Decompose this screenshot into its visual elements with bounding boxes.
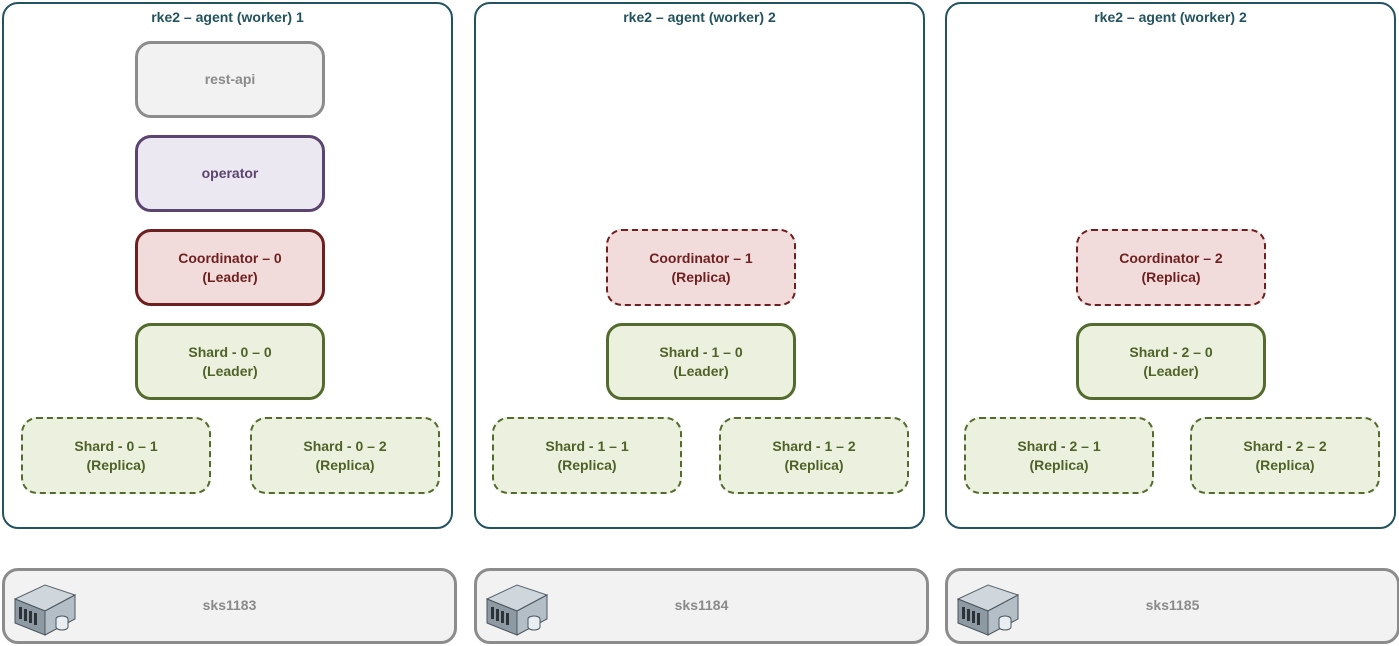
pod-name: Coordinator – 1 <box>649 249 753 266</box>
server-name: sks1184 <box>674 597 729 613</box>
coordinator-1-pod: Coordinator – 1 (Replica) <box>606 229 796 306</box>
worker-title: rke2 – agent (worker) 1 <box>151 9 304 25</box>
pod-role: (Replica) <box>557 456 617 473</box>
pod-name: Shard - 0 – 0 <box>188 343 272 360</box>
shard-2-1-pod: Shard - 2 – 1 (Replica) <box>964 417 1154 494</box>
pod-role: (Replica) <box>1255 456 1315 473</box>
pod-name: Coordinator – 0 <box>178 249 282 266</box>
server-name: sks1185 <box>1145 597 1200 613</box>
server-icon <box>956 584 1020 636</box>
shard-1-2-pod: Shard - 1 – 2 (Replica) <box>719 417 909 494</box>
pod-name: Shard - 1 – 0 <box>659 343 743 360</box>
operator-pod: operator <box>135 135 325 212</box>
shard-0-0-pod: Shard - 0 – 0 (Leader) <box>135 323 325 400</box>
shard-2-2-pod: Shard - 2 – 2 (Replica) <box>1190 417 1380 494</box>
server-sks1185: sks1185 <box>945 568 1399 644</box>
pod-role: (Replica) <box>315 456 375 473</box>
shard-0-1-pod: Shard - 0 – 1 (Replica) <box>21 417 211 494</box>
worker-node-1: rke2 – agent (worker) 1 rest-api operato… <box>2 2 453 529</box>
worker-title: rke2 – agent (worker) 2 <box>1094 9 1247 25</box>
shard-0-2-pod: Shard - 0 – 2 (Replica) <box>250 417 440 494</box>
pod-role: (Replica) <box>1029 456 1089 473</box>
coordinator-0-pod: Coordinator – 0 (Leader) <box>135 229 325 306</box>
pod-name: Shard - 0 – 2 <box>303 437 387 454</box>
worker-node-2: rke2 – agent (worker) 2 Coordinator – 1 … <box>474 2 925 529</box>
shard-1-1-pod: Shard - 1 – 1 (Replica) <box>492 417 682 494</box>
pod-name: Coordinator – 2 <box>1119 249 1223 266</box>
shard-2-0-pod: Shard - 2 – 0 (Leader) <box>1076 323 1266 400</box>
server-sks1183: sks1183 <box>2 568 457 644</box>
pod-name: Shard - 0 – 1 <box>74 437 158 454</box>
rest-api-pod: rest-api <box>135 41 325 118</box>
server-icon <box>485 584 549 636</box>
pod-role: (Leader) <box>673 362 729 379</box>
server-icon <box>13 584 77 636</box>
coordinator-2-pod: Coordinator – 2 (Replica) <box>1076 229 1266 306</box>
pod-role: (Replica) <box>1141 268 1201 285</box>
pod-name: Shard - 2 – 2 <box>1243 437 1327 454</box>
pod-name: Shard - 1 – 1 <box>545 437 629 454</box>
pod-role: (Leader) <box>202 362 258 379</box>
pod-role: (Replica) <box>86 456 146 473</box>
pod-label: rest-api <box>204 71 256 87</box>
server-name: sks1183 <box>202 597 257 613</box>
server-sks1184: sks1184 <box>474 568 929 644</box>
pod-role: (Replica) <box>671 268 731 285</box>
pod-role: (Leader) <box>1143 362 1199 379</box>
pod-role: (Replica) <box>784 456 844 473</box>
worker-node-3: rke2 – agent (worker) 2 Coordinator – 2 … <box>945 2 1396 529</box>
pod-name: Shard - 1 – 2 <box>772 437 856 454</box>
worker-title: rke2 – agent (worker) 2 <box>623 9 776 25</box>
pod-label: operator <box>201 165 259 181</box>
pod-name: Shard - 2 – 1 <box>1017 437 1101 454</box>
pod-name: Shard - 2 – 0 <box>1129 343 1213 360</box>
shard-1-0-pod: Shard - 1 – 0 (Leader) <box>606 323 796 400</box>
pod-role: (Leader) <box>202 268 258 285</box>
